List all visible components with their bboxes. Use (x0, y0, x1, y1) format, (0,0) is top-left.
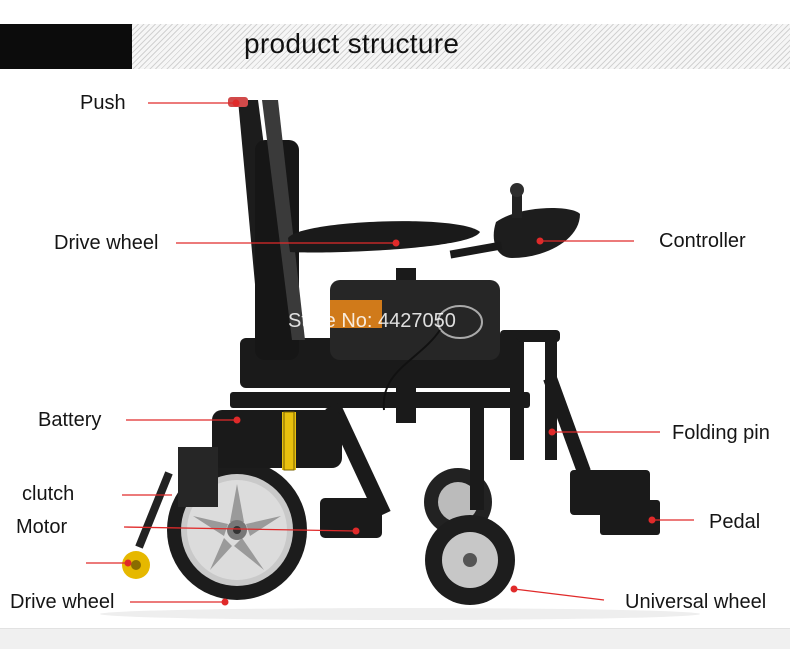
floor-shadow (100, 608, 700, 620)
backrest (238, 100, 305, 360)
label-controller: Controller (659, 230, 746, 252)
leader-dots (124, 99, 656, 606)
anti-tip-roller (122, 471, 173, 579)
shock-absorber (282, 411, 296, 471)
label-motor: Motor (16, 516, 68, 538)
label-pedal: Pedal (709, 511, 761, 533)
store-watermark: Store No: 4427050 (288, 310, 456, 332)
page-title: product structure (244, 28, 460, 59)
label-drive-wheel: Drive wheel (10, 591, 115, 613)
label-armrest: Drive wheel (54, 232, 159, 254)
leader-lines (86, 102, 694, 603)
bottom-band (0, 628, 790, 649)
label-battery: Battery (38, 409, 102, 431)
label-universal-wheel: Universal wheel (625, 591, 767, 613)
header-black-block (0, 24, 132, 69)
armrest (288, 221, 480, 253)
label-clutch: clutch (22, 483, 75, 505)
label-push: Push (80, 92, 126, 114)
label-folding-pin: Folding pin (672, 422, 770, 444)
front-universal-wheel (425, 515, 515, 605)
cable (382, 329, 441, 411)
header-stripe-band (132, 24, 790, 69)
joystick-controller (449, 183, 580, 259)
electronics-box (330, 280, 500, 360)
